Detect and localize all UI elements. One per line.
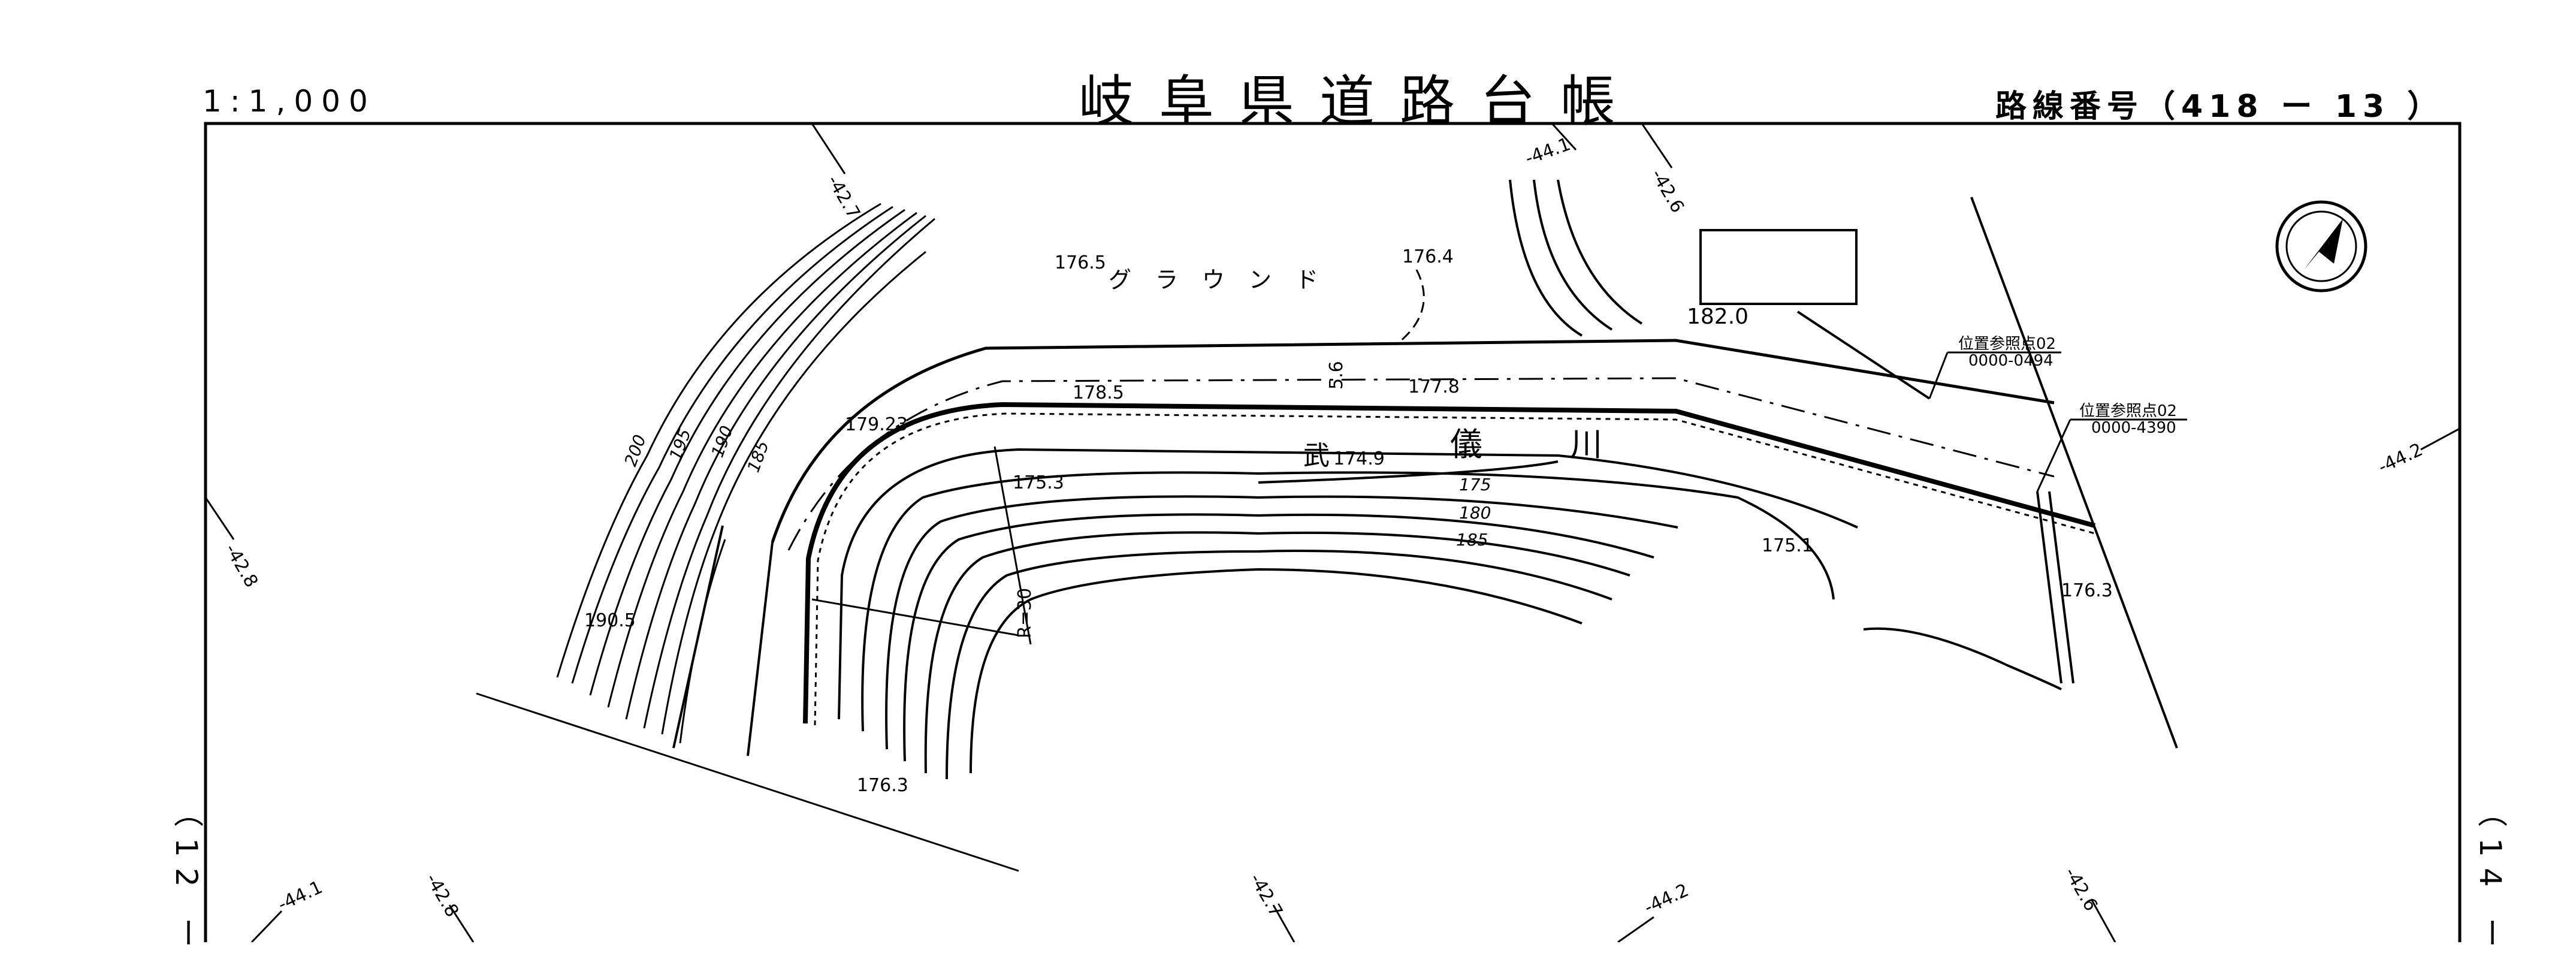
grid-label-bottom-4: -44.2 [1641, 880, 1692, 919]
grid-label-left: -42.8 [221, 541, 262, 592]
river-label-2: 儀 [1450, 426, 1482, 463]
elevation: 174.9 [1333, 448, 1385, 469]
river-label-1: 武 [1303, 441, 1330, 471]
grid-label-bottom-3: -42.7 [1245, 870, 1287, 921]
elevation: 176.4 [1402, 246, 1454, 267]
road-lines [476, 269, 2096, 872]
contour-label: 175 [1459, 475, 1491, 494]
reference-point-code: 0000-4390 [2091, 419, 2176, 437]
elevation: 176.3 [2061, 580, 2113, 601]
ground-label: グラウンド [1109, 267, 1342, 293]
river-contours [838, 448, 2062, 780]
grid-label-right: -44.2 [2375, 439, 2426, 478]
place-labels: グラウンド 武 儀 川 [1109, 267, 1602, 471]
contour-label: 180 [1459, 503, 1491, 523]
elevation-labels: 176.5 176.4 178.5 177.8 179.23 174.9 175… [584, 246, 2113, 796]
elevation: 177.8 [1408, 376, 1460, 397]
contour-label: 200 [621, 432, 650, 469]
reference-point-code: 0000-0494 [1968, 352, 2053, 370]
reference-point-label: 位置参照点02 [2079, 402, 2177, 420]
grid-label-top-3: -42.6 [1647, 166, 1688, 217]
north-arrow-icon [2275, 200, 2367, 292]
grid-label-bottom-1: -44.1 [275, 877, 326, 916]
contour-label: 195 [666, 426, 695, 463]
reference-point-label: 位置参照点02 [1958, 335, 2056, 353]
elevation: 178.5 [1073, 382, 1124, 403]
building [1699, 229, 1858, 305]
contour-label: 185 [1456, 530, 1488, 550]
elevation: 176.5 [1055, 252, 1106, 273]
grid-label-bottom-5: -42.6 [2060, 864, 2101, 915]
dimension-labels: 5.6 R=30 [1014, 361, 1347, 638]
elevation: 175.1 [1762, 535, 1813, 556]
reference-point-2[interactable]: 位置参照点02 0000-4390 [2036, 402, 2187, 492]
grid-label-top-1: -42.7 [823, 172, 864, 223]
contour-label: 190 [708, 423, 737, 460]
contour-label: 185 [744, 438, 773, 475]
elevation: 190.5 [584, 610, 636, 631]
elevation: 182.0 [1687, 304, 1748, 329]
grid-label-top-2: -44.1 [1523, 134, 1574, 169]
adjacent-sheet-left[interactable]: （12 ー [169, 797, 204, 959]
elevation: 179.23 [845, 414, 908, 435]
adjacent-sheet-right[interactable]: （14 ー [2473, 797, 2508, 959]
route-number: 路線番号（418 ー 13 ） [1995, 89, 2445, 125]
elevation: 176.3 [857, 775, 908, 796]
elevation: 175.3 [1013, 472, 1064, 493]
curve-radius-label: R=30 [1014, 588, 1035, 638]
building-area [1509, 179, 2178, 749]
map-scale: 1:1,000 [203, 84, 376, 119]
river-label-3: 川 [1570, 426, 1602, 463]
grid-ticks [204, 122, 2460, 942]
road-width-dimension: 5.6 [1326, 361, 1347, 390]
map-frame [204, 122, 2462, 942]
reference-point-1[interactable]: 位置参照点02 0000-0494 [1928, 335, 2061, 399]
grid-label-bottom-2: -42.8 [421, 870, 463, 921]
hill-contours-left [556, 203, 935, 744]
reference-points: 位置参照点02 0000-0494 位置参照点02 0000-4390 [1928, 335, 2187, 492]
